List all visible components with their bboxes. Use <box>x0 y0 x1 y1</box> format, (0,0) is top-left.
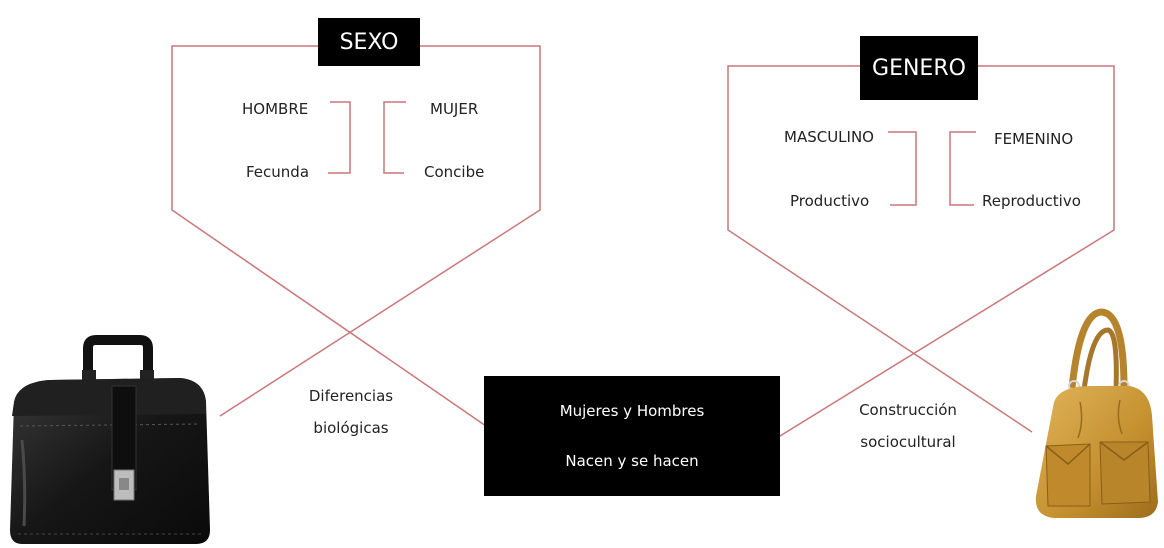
center-box: Mujeres y Hombres Nacen y se hacen <box>484 376 780 496</box>
hombre-bracket <box>328 101 351 174</box>
hombre-label: HOMBRE <box>242 100 309 118</box>
genero-title-box: GENERO <box>860 36 978 100</box>
mujer-label: MUJER <box>430 100 479 118</box>
reproductivo-label: Reproductivo <box>982 192 1081 210</box>
masculino-bracket <box>888 131 917 206</box>
genero-funnel-right <box>779 65 1115 437</box>
femenino-bracket <box>949 131 976 206</box>
masculino-label: MASCULINO <box>784 128 874 146</box>
concibe-label: Concibe <box>424 163 485 181</box>
black-doctor-bag-image <box>10 335 210 544</box>
mujer-bracket <box>383 101 406 174</box>
right-caption-line-1: Construcción <box>859 401 957 419</box>
sexo-funnel-left <box>171 45 487 427</box>
center-line-1: Mujeres y Hombres <box>559 402 705 420</box>
right-caption-line-2: sociocultural <box>860 433 956 451</box>
sexo-funnel-right <box>219 45 541 417</box>
left-caption-line-2: biológicas <box>313 419 389 437</box>
left-caption-line-1: Diferencias <box>308 387 394 405</box>
sexo-title-box: SEXO <box>318 18 420 66</box>
center-line-2: Nacen y se hacen <box>565 452 699 470</box>
productivo-label: Productivo <box>790 192 870 210</box>
genero-funnel-left <box>727 65 1033 433</box>
genero-title: GENERO <box>872 55 966 81</box>
tan-handbag-image <box>1035 308 1158 518</box>
fecunda-label: Fecunda <box>246 163 310 181</box>
femenino-label: FEMENINO <box>994 130 1074 148</box>
sexo-title: SEXO <box>339 29 399 55</box>
left-caption: Diferencias biológicas <box>296 380 406 444</box>
right-caption: Construcción sociocultural <box>848 394 968 458</box>
